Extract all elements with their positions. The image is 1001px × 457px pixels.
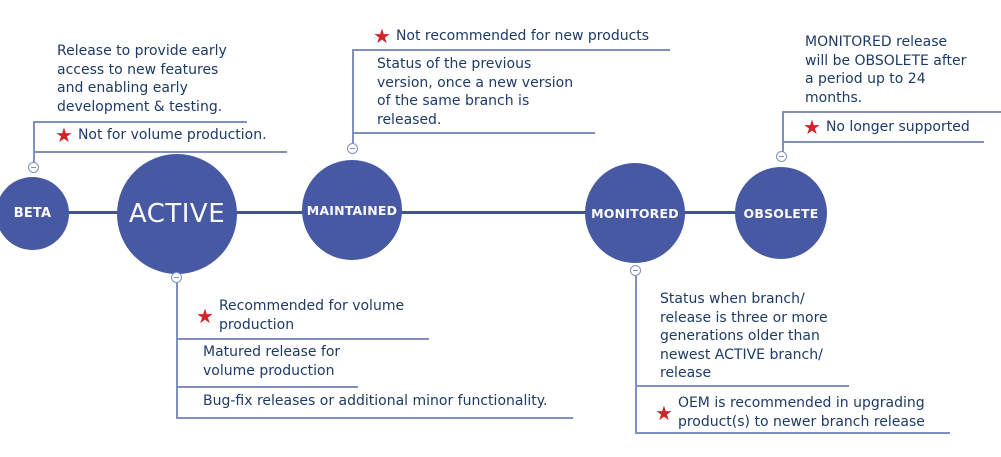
beta-warning: ★ Not for volume production. bbox=[55, 125, 267, 145]
node-maintained: MAINTAINED bbox=[302, 160, 402, 260]
active-warning-text: Recommended for volume production bbox=[218, 298, 405, 333]
maintained-warning: ★ Not recommended for new products bbox=[373, 26, 649, 46]
active-minus-connector-icon bbox=[171, 272, 182, 283]
obsolete-callout-line-top bbox=[782, 111, 1001, 113]
node-monitored-label: MONITORED bbox=[591, 205, 679, 221]
maintained-description: Status of the previous version, once a n… bbox=[377, 56, 574, 128]
monitored-callout-line-top bbox=[636, 385, 849, 387]
monitored-callout-line-bottom bbox=[636, 432, 950, 434]
obsolete-callout-line-bottom bbox=[782, 141, 984, 143]
maintained-connector-line bbox=[352, 49, 354, 143]
monitored-warning: ★ OEM is recommended in upgrading produc… bbox=[655, 394, 925, 431]
maintained-warning-text: Not recommended for new products bbox=[395, 27, 650, 44]
monitored-description: Status when branch/ release is three or … bbox=[660, 291, 828, 381]
node-beta-label: BETA bbox=[13, 206, 52, 221]
active-note-1: Matured release for volume production bbox=[203, 344, 341, 379]
node-obsolete-label: OBSOLETE bbox=[743, 205, 819, 221]
node-active: ACTIVE bbox=[117, 154, 237, 274]
active-callout-line-2 bbox=[177, 386, 358, 388]
timeline-line bbox=[30, 211, 782, 214]
warning-star-icon: ★ bbox=[655, 400, 673, 425]
warning-star-icon: ★ bbox=[803, 115, 821, 139]
active-warning: ★ Recommended for volume production bbox=[196, 297, 404, 334]
active-callout-line-1 bbox=[177, 338, 429, 340]
obsolete-description: MONITORED release will be OBSOLETE after… bbox=[805, 34, 967, 106]
active-connector-line bbox=[176, 283, 178, 419]
warning-star-icon: ★ bbox=[373, 24, 391, 48]
monitored-minus-connector-icon bbox=[630, 265, 641, 276]
node-obsolete: OBSOLETE bbox=[735, 167, 827, 259]
beta-warning-text: Not for volume production. bbox=[77, 126, 267, 143]
active-callout-line-3 bbox=[177, 417, 573, 419]
maintained-callout-line-top bbox=[352, 49, 670, 51]
beta-connector-line bbox=[33, 121, 35, 163]
obsolete-minus-connector-icon bbox=[776, 151, 787, 162]
node-active-label: ACTIVE bbox=[128, 199, 226, 229]
beta-description: Release to provide early access to new f… bbox=[57, 43, 227, 115]
warning-star-icon: ★ bbox=[196, 303, 214, 328]
obsolete-warning: ★ No longer supported bbox=[803, 117, 970, 137]
active-note-2: Bug-fix releases or additional minor fun… bbox=[203, 393, 548, 409]
monitored-connector-line bbox=[635, 276, 637, 434]
node-maintained-label: MAINTAINED bbox=[306, 202, 398, 218]
node-beta: BETA bbox=[0, 177, 69, 250]
maintained-callout-line-bottom bbox=[352, 132, 595, 134]
maintained-minus-connector-icon bbox=[347, 143, 358, 154]
monitored-warning-text: OEM is recommended in upgrading product(… bbox=[677, 395, 925, 430]
beta-callout-line-bottom bbox=[33, 151, 287, 153]
warning-star-icon: ★ bbox=[55, 123, 73, 147]
beta-minus-connector-icon bbox=[28, 162, 39, 173]
beta-callout-line-top bbox=[33, 121, 247, 123]
obsolete-warning-text: No longer supported bbox=[825, 118, 970, 135]
obsolete-connector-line bbox=[782, 111, 784, 152]
node-monitored: MONITORED bbox=[585, 163, 685, 263]
